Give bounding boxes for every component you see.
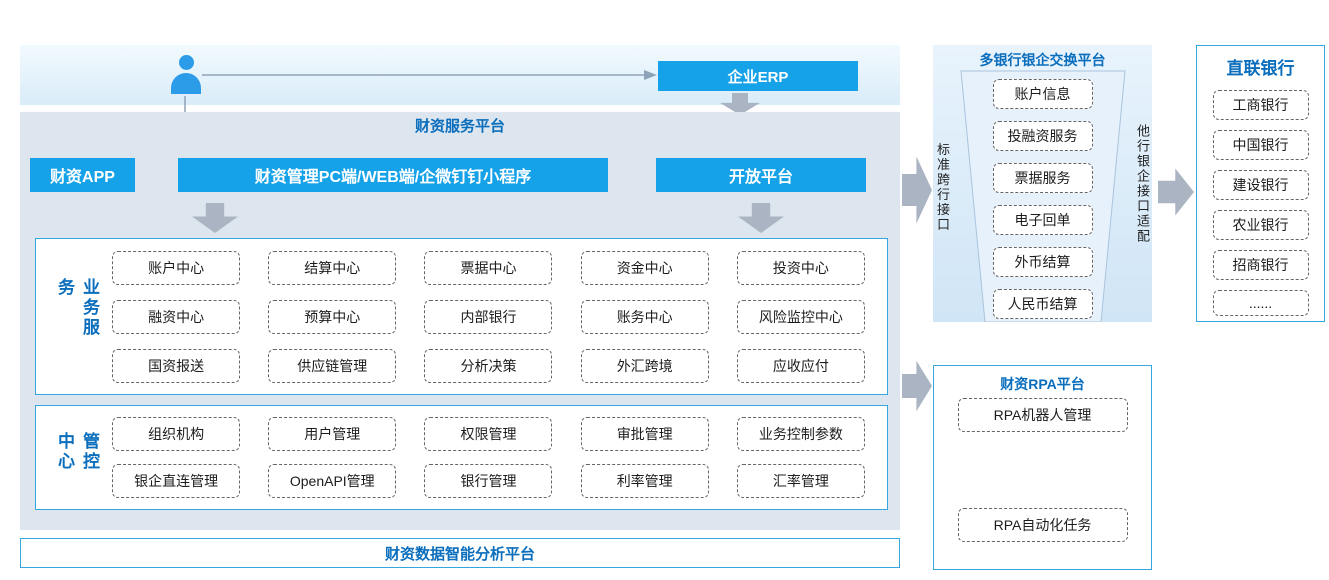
bank-item: 中国银行 [1212, 130, 1309, 160]
business-item: 账户中心 [112, 250, 241, 285]
business-item: 融资中心 [112, 299, 241, 334]
person-torso [171, 73, 201, 94]
exchange-list: 账户信息 投融资服务 票据服务 电子回单 外币结算 人民币结算 [963, 79, 1122, 319]
standard-interface-label: 标准跨行接口 [935, 142, 950, 233]
control-item: 用户管理 [268, 416, 397, 451]
erp-node: 企业ERP [658, 61, 858, 91]
exchange-item: 外币结算 [992, 247, 1093, 277]
business-grid: 账户中心 结算中心 票据中心 资金中心 投资中心 融资中心 预算中心 内部银行 … [98, 243, 879, 390]
treasury-app-node: 财资APP [30, 158, 135, 192]
business-services-label: 业务服务 [55, 277, 99, 338]
bank-item: 工商银行 [1212, 90, 1309, 120]
business-item: 国资报送 [112, 348, 241, 383]
bank-item: 农业银行 [1212, 210, 1309, 240]
data-analysis-platform-bar: 财资数据智能分析平台 [20, 538, 900, 568]
bank-item: ...... [1212, 290, 1309, 316]
control-item: OpenAPI管理 [268, 464, 397, 499]
rpa-platform-panel: 财资RPA平台 RPA机器人管理 RPA自动化任务 [933, 365, 1152, 570]
business-item: 外汇跨境 [580, 348, 709, 383]
direct-banks-panel: 直联银行 工商银行 中国银行 建设银行 农业银行 招商银行 ...... [1196, 45, 1325, 322]
banks-list: 工商银行 中国银行 建设银行 农业银行 招商银行 ...... [1197, 90, 1324, 316]
exchange-item: 账户信息 [992, 79, 1093, 109]
business-services-section: 业务服务 账户中心 结算中心 票据中心 资金中心 投资中心 融资中心 预算中心 … [35, 238, 888, 395]
to-rpa-arrow-icon [902, 360, 932, 412]
direct-banks-title: 直联银行 [1226, 59, 1295, 78]
business-item: 风险监控中心 [736, 299, 865, 334]
exchange-title: 多银行银企交换平台 [979, 52, 1106, 68]
business-item: 供应链管理 [268, 348, 397, 383]
control-item: 权限管理 [424, 416, 553, 451]
exchange-item: 投融资服务 [992, 121, 1093, 151]
control-item: 审批管理 [580, 416, 709, 451]
business-item: 投资中心 [736, 250, 865, 285]
control-item: 银行管理 [424, 464, 553, 499]
business-item: 内部银行 [424, 299, 553, 334]
exchange-item: 票据服务 [992, 163, 1093, 193]
business-item: 结算中心 [268, 250, 397, 285]
control-center-section: 管控中心 组织机构 用户管理 权限管理 审批管理 业务控制参数 银企直连管理 O… [35, 405, 888, 510]
control-item: 银企直连管理 [112, 464, 241, 499]
person-head [178, 55, 194, 70]
multibank-exchange-panel: 多银行银企交换平台 标准跨行接口 他行银企接口适配 账户信息 投融资服务 票据服… [933, 45, 1152, 322]
business-item: 预算中心 [268, 299, 397, 334]
rpa-title: 财资RPA平台 [1000, 376, 1085, 392]
other-bank-adapter-label: 他行银企接口适配 [1135, 123, 1150, 244]
business-item: 资金中心 [580, 250, 709, 285]
control-center-label: 管控中心 [55, 431, 99, 472]
client-down-arrow-icon [192, 203, 238, 233]
treasury-platform-panel: 财资服务平台 财资APP 财资管理PC端/WEB端/企微钉钉小程序 开放平台 业… [20, 112, 900, 530]
rpa-robot-item: RPA机器人管理 [957, 398, 1128, 432]
business-item: 票据中心 [424, 250, 553, 285]
to-exchange-arrow-icon [902, 156, 932, 224]
exchange-item: 人民币结算 [992, 289, 1093, 319]
treasury-pc-web-node: 财资管理PC端/WEB端/企微钉钉小程序 [178, 158, 608, 192]
control-grid: 组织机构 用户管理 权限管理 审批管理 业务控制参数 银企直连管理 OpenAP… [98, 410, 879, 505]
bank-item: 招商银行 [1212, 250, 1309, 280]
bank-item: 建设银行 [1212, 170, 1309, 200]
platform-title: 财资服务平台 [414, 118, 505, 135]
user-person-icon [168, 55, 204, 97]
rpa-task-item: RPA自动化任务 [957, 508, 1128, 542]
control-item: 汇率管理 [736, 464, 865, 499]
control-item: 利率管理 [580, 464, 709, 499]
exchange-item: 电子回单 [992, 205, 1093, 235]
control-item: 组织机构 [112, 416, 241, 451]
control-item: 业务控制参数 [736, 416, 865, 451]
business-item: 应收应付 [736, 348, 865, 383]
open-platform-node: 开放平台 [656, 158, 866, 192]
open-down-arrow-icon [738, 203, 784, 233]
business-item: 分析决策 [424, 348, 553, 383]
business-item: 账务中心 [580, 299, 709, 334]
to-banks-arrow-icon [1158, 168, 1194, 216]
